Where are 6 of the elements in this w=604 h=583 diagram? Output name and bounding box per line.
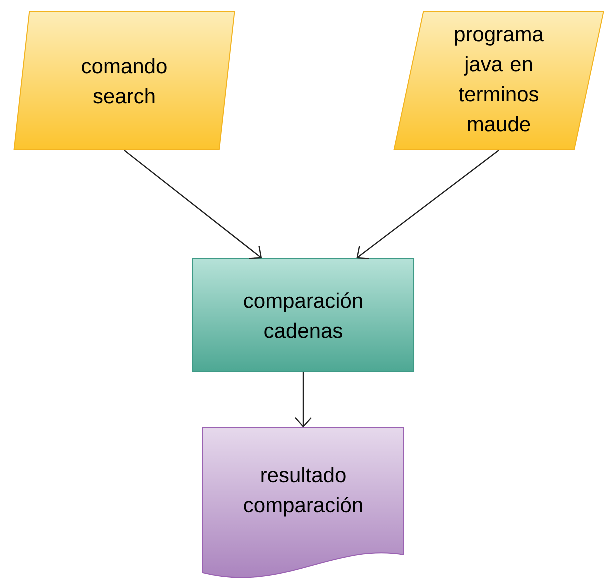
- arrow: [295, 372, 312, 428]
- input-parallelogram: programa java en terminos maude: [394, 12, 604, 150]
- arrow: [124, 150, 262, 260]
- arrow: [356, 150, 500, 260]
- process-box: comparación cadenas: [192, 258, 414, 372]
- input-parallelogram: comando search: [14, 12, 236, 150]
